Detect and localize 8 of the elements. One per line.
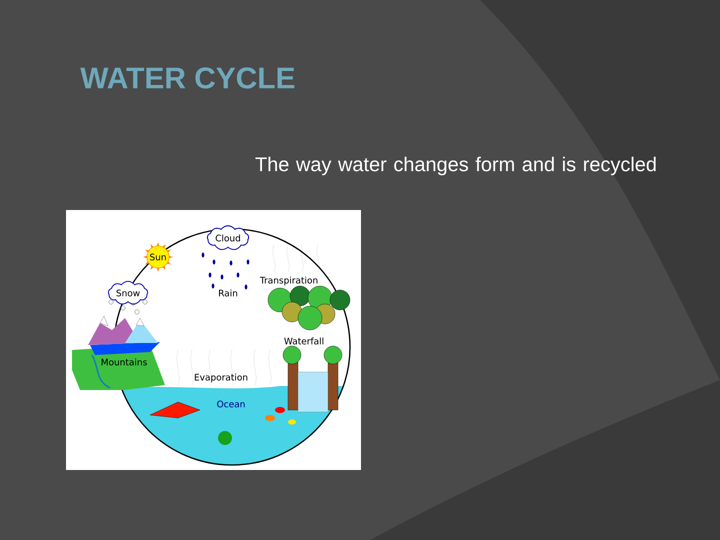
slide-title: WATER CYCLE xyxy=(80,67,294,89)
picture-label: Rain xyxy=(219,290,238,296)
picture-label: Transpiration xyxy=(260,276,318,286)
picture-label: Waterfall xyxy=(284,338,324,344)
picture-label: Ocean xyxy=(217,400,245,408)
subtitle: The way water changes form and is recycled xyxy=(255,156,656,176)
picture-label: Evaporation xyxy=(194,374,248,382)
picture-label: Mountains xyxy=(102,358,147,366)
